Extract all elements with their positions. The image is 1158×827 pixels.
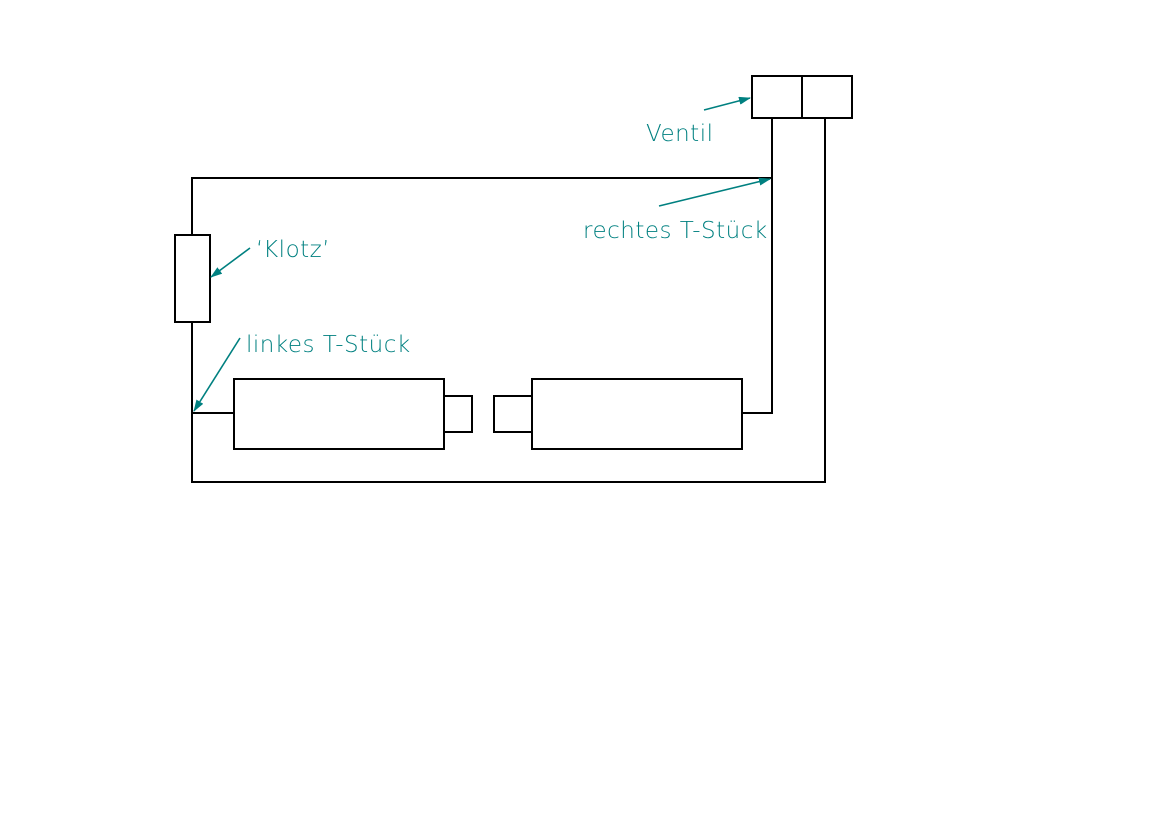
return-pipe [191, 118, 826, 483]
valve-right-chamber [801, 75, 853, 119]
ventil-arrow [703, 96, 751, 111]
left-cylinder-rod [443, 395, 473, 433]
piping [191, 118, 826, 483]
left-branch-pipe [191, 322, 234, 414]
annotations [193, 96, 771, 412]
right-cylinder-body [531, 378, 743, 450]
right-inner-pipe [742, 118, 773, 414]
rechtes-t-stueck-label: rechtes T-Stück [583, 218, 768, 244]
klotz-label: ‘Klotz’ [256, 237, 330, 263]
linkes-t-stueck-arrow [193, 337, 241, 412]
linkes-t-stueck-label: linkes T-Stück [246, 332, 411, 358]
left-cylinder-body [233, 378, 445, 450]
klotz-arrow [210, 247, 251, 278]
right-cylinder-rod [493, 395, 533, 433]
valve [751, 75, 853, 119]
left-cylinder [233, 378, 473, 450]
right-cylinder [493, 378, 743, 450]
valve-left-chamber [751, 75, 803, 119]
top-pipe [191, 177, 772, 235]
klotz-block [174, 234, 211, 323]
ventil-label: Ventil [646, 121, 713, 147]
rechtes-t-stueck-arrow [658, 177, 771, 207]
